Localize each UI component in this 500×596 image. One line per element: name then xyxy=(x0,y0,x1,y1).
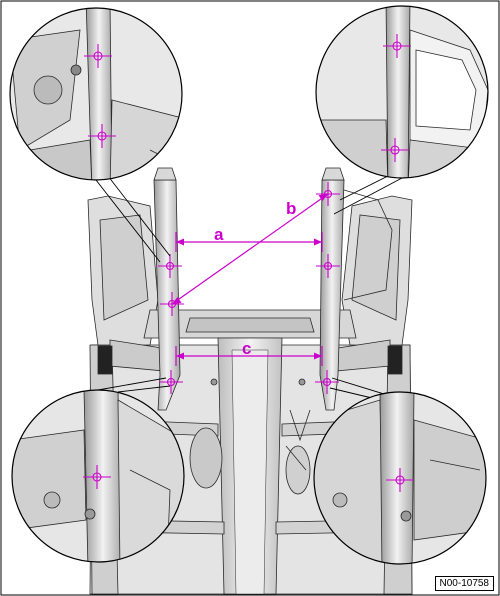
figure-id-label: N00-10758 xyxy=(434,576,494,591)
right-pillar xyxy=(319,167,393,411)
measurement-label-c: c xyxy=(242,339,251,358)
measurement-points xyxy=(158,182,340,394)
arrow-a-right xyxy=(314,238,322,246)
callout-leaders xyxy=(95,175,403,399)
detail-view-bottom-right xyxy=(313,391,487,565)
detail-view-top-left xyxy=(9,7,183,181)
point-right-top xyxy=(316,182,340,206)
point-right-upper xyxy=(316,254,340,278)
left-pillar xyxy=(153,167,181,411)
arrow-b-upper xyxy=(318,194,328,201)
point-left-mid xyxy=(160,292,184,316)
point-left-lower xyxy=(159,370,183,394)
point-right-lower xyxy=(315,370,339,394)
arrow-b-lower xyxy=(172,297,182,304)
arrow-c-right xyxy=(314,352,322,360)
measurement-label-a: a xyxy=(214,225,224,244)
arrow-c-left xyxy=(176,352,184,360)
measurement-label-b: b xyxy=(286,199,296,218)
measurement-lines xyxy=(171,193,329,366)
arrow-a-left xyxy=(176,238,184,246)
point-left-upper xyxy=(158,254,182,278)
measurement-line-b xyxy=(171,193,329,305)
